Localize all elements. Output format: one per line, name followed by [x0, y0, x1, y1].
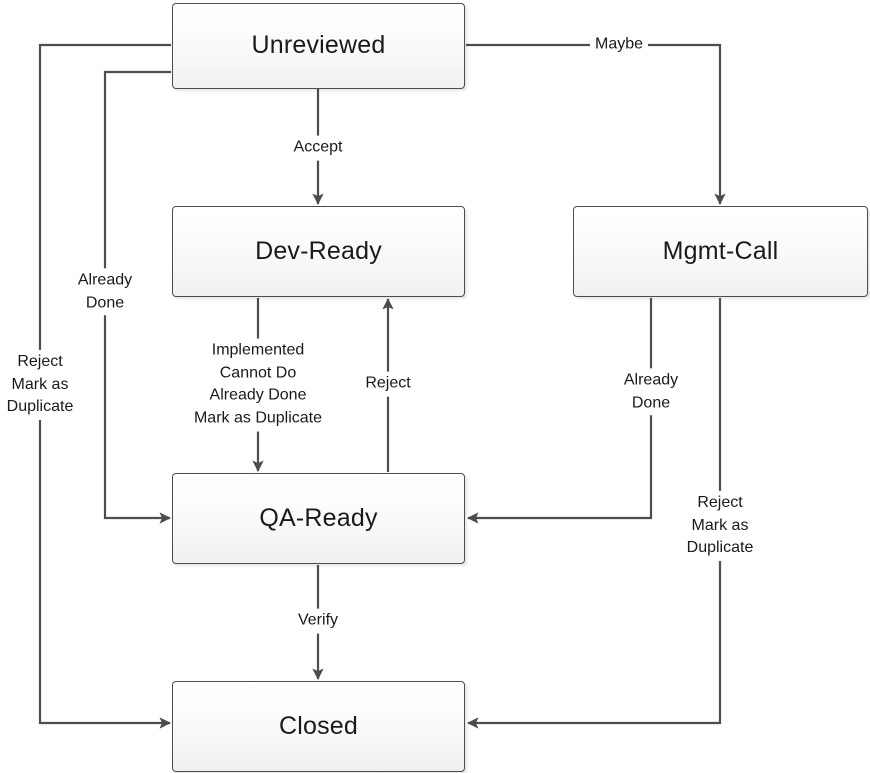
node-dev-ready[interactable]: Dev-Ready [172, 206, 465, 297]
edge-label-accept: Accept [289, 135, 347, 161]
edge-label-mgmt-reject: Reject Mark as Duplicate [682, 490, 758, 562]
edge-mgmt-reject [467, 298, 722, 729]
edge-maybe [466, 43, 726, 205]
edge-label-unreviewed-already-done: Already Done [73, 268, 137, 316]
edge-label-mgmt-already-done: Already Done [619, 368, 683, 416]
node-label-unreviewed: Unreviewed [251, 31, 386, 60]
node-mgmt-call[interactable]: Mgmt-Call [573, 206, 868, 297]
node-closed[interactable]: Closed [172, 681, 465, 772]
node-label-closed: Closed [278, 711, 359, 740]
node-qa-ready[interactable]: QA-Ready [172, 473, 465, 564]
edge-label-qa-reject: Reject [361, 371, 415, 397]
node-label-dev-ready: Dev-Ready [255, 236, 382, 265]
edge-label-unreviewed-reject: Reject Mark as Duplicate [2, 349, 78, 421]
edge-label-dev-to-qa: Implemented Cannot Do Already Done Mark … [189, 338, 327, 432]
node-label-qa-ready: QA-Ready [259, 503, 378, 532]
edge-label-verify: Verify [293, 608, 343, 634]
node-label-mgmt-call: Mgmt-Call [662, 236, 779, 265]
edge-label-maybe: Maybe [589, 33, 649, 57]
node-unreviewed[interactable]: Unreviewed [172, 3, 465, 89]
